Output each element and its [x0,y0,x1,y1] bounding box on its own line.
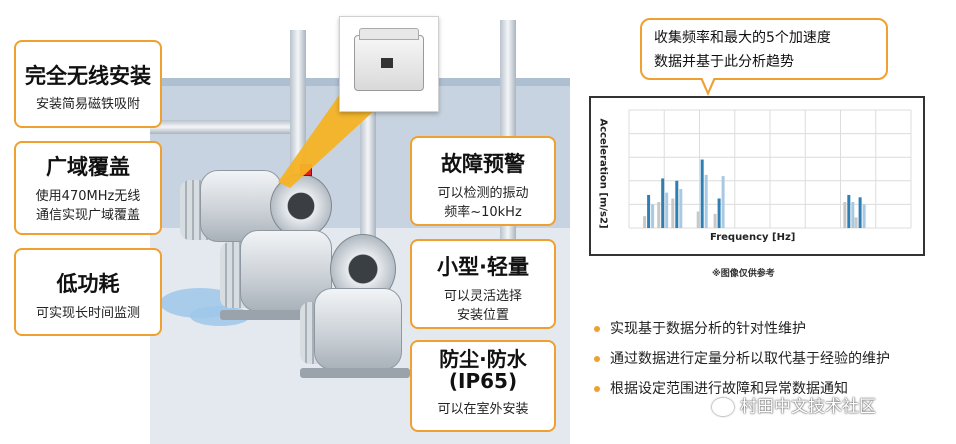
callout-text: 可以灵活选择 [443,289,522,304]
chart-bar [843,202,847,228]
chart-bar [647,194,651,228]
speech-line: 数据并基于此分析趋势 [654,54,794,70]
motor-pump [300,282,420,382]
image-note: ※图像仅供参考 [712,269,775,279]
bullet-item: 实现基于数据分析的针对性维护 [594,314,890,344]
chart-y-axis-label: Acceleration [m/s2] [597,118,609,229]
chart-bar [717,198,721,228]
chart-bar [858,197,862,228]
chart-bar [696,211,700,228]
chart-bar [851,202,855,228]
callout-title: 故障预警 [441,152,525,176]
callout-compact: 小型·轻量 可以灵活选择 安装位置 [410,239,556,329]
acceleration-chart [589,96,925,256]
chart-bar [679,189,683,228]
pipe [150,120,290,134]
motor-pump [220,222,396,322]
callout-text: 通信实现广域覆盖 [35,208,140,223]
callout-wireless: 完全无线安装 安装简易磁铁吸附 [14,40,162,128]
chart-bar [713,213,717,228]
chart-bar [862,204,866,228]
sensor-photo [339,16,439,112]
callout-title: 低功耗 [56,272,120,296]
callout-text: 可以在室外安装 [437,402,529,417]
chart-bar [700,159,704,228]
chart-bar [661,178,665,228]
bullet-text: 根据设定范围进行故障和异常数据通知 [610,381,848,397]
callout-title: 完全无线安装 [25,64,151,88]
speech-line: 收集频率和最大的5个加速度 [654,30,831,46]
chart-bar [704,174,708,228]
bullet-item: 根据设定范围进行故障和异常数据通知 [594,374,890,404]
callout-title-rating: (IP65) [448,369,518,393]
bullet-dot [594,356,600,362]
chart-bar [657,202,661,228]
chart-bar [643,216,647,228]
callout-fault-warning: 故障预警 可以检测的振动 频率~10kHz [410,136,556,226]
callout-text: 频率~10kHz [444,205,522,220]
callout-waterproof: 防尘·防水 (IP65) 可以在室外安装 [410,340,556,432]
bullet-item: 通过数据进行定量分析以取代基于经验的维护 [594,344,890,374]
bullet-dot [594,326,600,332]
bullet-text: 通过数据进行定量分析以取代基于经验的维护 [610,351,890,367]
chart-plot [628,109,912,229]
sensor-device-image [354,28,424,91]
sensor-highlight-beam [278,94,375,188]
wechat-icon [712,398,734,416]
callout-title: 小型·轻量 [437,255,529,279]
chart-bar [854,217,858,228]
bullet-text: 实现基于数据分析的针对性维护 [610,321,806,337]
callout-coverage: 广域覆盖 使用470MHz无线 通信实现广域覆盖 [14,141,162,235]
callout-text: 可以检测的振动 [437,186,529,201]
chart-bar [721,176,725,228]
chart-speech-bubble: 收集频率和最大的5个加速度 数据并基于此分析趋势 [640,18,888,80]
callout-low-power: 低功耗 可实现长时间监测 [14,248,162,336]
callout-text: 安装位置 [456,308,509,323]
watermark: 村田中文技术社区 [712,392,876,417]
chart-x-axis-label: Frequency [Hz] [710,232,796,243]
callout-text: 使用470MHz无线 [35,189,141,204]
callout-text: 安装简易磁铁吸附 [35,97,140,112]
chart-bar [651,204,655,228]
bullet-dot [594,386,600,392]
feature-bullets: 实现基于数据分析的针对性维护 通过数据进行定量分析以取代基于经验的维护 根据设定… [594,314,890,404]
chart-bar [665,192,669,228]
callout-title: 防尘·防水 [439,347,527,371]
chart-bar [847,194,851,228]
chart-bar [675,180,679,228]
watermark-text: 村田中文技术社区 [740,397,876,417]
speech-tail-inner [702,77,714,91]
callout-title: 广域覆盖 [46,155,130,179]
chart-bar [671,198,675,228]
callout-text: 可实现长时间监测 [35,306,140,321]
